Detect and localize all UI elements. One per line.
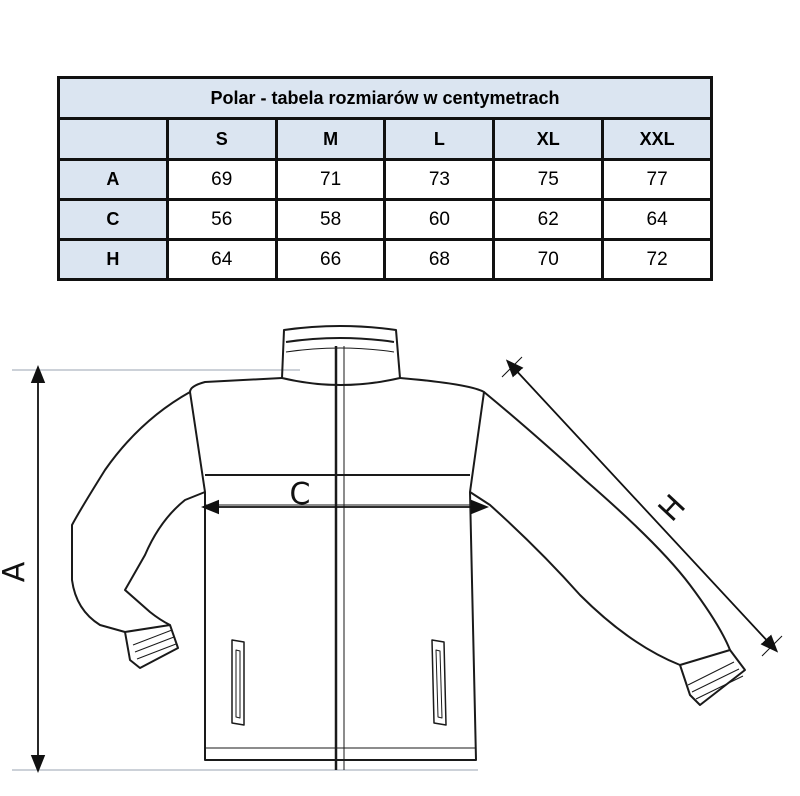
corner-cell (57, 117, 169, 161)
size-header-m: M (274, 117, 387, 161)
cell-c-s: 56 (165, 198, 278, 241)
size-table: Polar - tabela rozmiarów w centymetrach … (57, 76, 713, 281)
guide-lines (12, 369, 478, 771)
size-header-l: L (383, 117, 496, 161)
dimension-h-arrow (505, 359, 779, 653)
jacket-outline (71, 325, 746, 770)
size-header-s: S (165, 117, 278, 161)
row-label-c: C (57, 198, 169, 241)
cell-h-xxl: 72 (601, 238, 713, 281)
size-header-row: S M L XL XXL (57, 117, 713, 161)
measurement-arrows (30, 356, 783, 773)
cell-a-xl: 75 (492, 158, 605, 201)
row-label-h: H (57, 238, 169, 281)
table-row: C 56 58 60 62 64 (57, 198, 713, 241)
dimension-c-label: C (290, 477, 311, 512)
jacket-diagram: A C H (0, 325, 783, 773)
cell-c-l: 60 (383, 198, 496, 241)
cell-c-xxl: 64 (601, 198, 713, 241)
table-row: A 69 71 73 75 77 (57, 158, 713, 201)
row-label-a: A (57, 158, 169, 201)
cell-h-m: 66 (274, 238, 387, 281)
cell-h-s: 64 (165, 238, 278, 281)
cell-a-s: 69 (165, 158, 278, 201)
dimension-a-label: A (0, 561, 32, 582)
cell-h-l: 68 (383, 238, 496, 281)
cell-c-xl: 62 (492, 198, 605, 241)
size-header-xxl: XXL (601, 117, 713, 161)
cell-a-l: 73 (383, 158, 496, 201)
table-title: Polar - tabela rozmiarów w centymetrach (57, 76, 713, 120)
cell-a-xxl: 77 (601, 158, 713, 201)
size-header-xl: XL (492, 117, 605, 161)
cell-c-m: 58 (274, 198, 387, 241)
cell-h-xl: 70 (492, 238, 605, 281)
table-row: H 64 66 68 70 72 (57, 238, 713, 281)
cell-a-m: 71 (274, 158, 387, 201)
